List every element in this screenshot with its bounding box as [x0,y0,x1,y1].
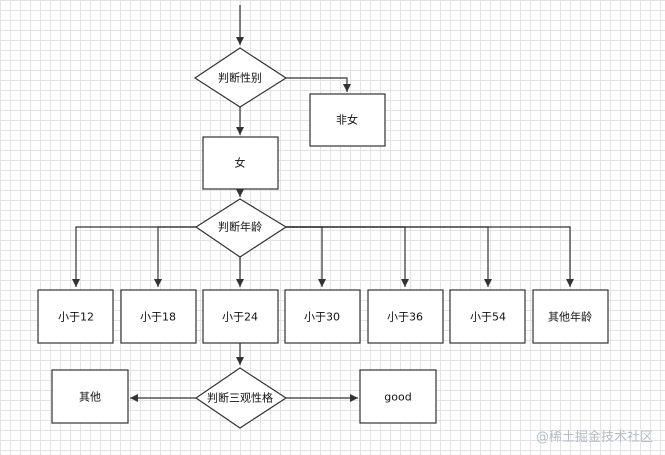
arrow-to-age-6 [286,226,492,287]
age-box-5[interactable] [367,289,444,344]
age-box-1[interactable] [37,289,114,344]
age-label-3: 小于24 [222,311,258,324]
age-label-5: 小于36 [387,311,423,324]
arrow-to-age-5 [286,226,409,287]
watermark: @稀土掘金技术社区 [535,430,653,445]
not-female-box[interactable] [309,93,386,147]
good-label: good [384,391,411,404]
arrow-to-age-4 [286,226,326,287]
age-box-3[interactable] [202,289,279,344]
arrow-to-age-1 [72,226,196,287]
female-box[interactable] [202,136,279,190]
female-label: 女 [235,156,246,170]
values-decision-diamond[interactable] [194,367,288,429]
age-box-2[interactable] [120,289,197,344]
age-box-7[interactable] [532,289,609,344]
age-decision-diamond[interactable] [194,198,288,258]
other-box[interactable] [51,369,129,424]
age-label-2: 小于18 [140,311,176,324]
gender-decision-label: 判断性别 [218,71,262,85]
age-box-4[interactable] [284,289,361,344]
age-box-6[interactable] [449,289,526,344]
arrow-to-age-7 [286,226,574,287]
age-label-7: 其他年龄 [548,310,592,324]
gender-decision-diamond[interactable] [193,47,288,108]
values-decision-label: 判断三观性格 [207,391,273,405]
other-label: 其他 [79,391,101,404]
arrow-to-not-female [286,77,351,92]
age-decision-label: 判断年龄 [218,220,262,234]
good-box[interactable] [359,369,437,424]
arrow-to-age-2 [154,226,196,287]
age-label-4: 小于30 [304,311,340,324]
age-label-6: 小于54 [470,311,506,324]
age-label-1: 小于12 [58,311,94,324]
not-female-label: 非女 [336,113,358,127]
connectors [72,5,574,402]
